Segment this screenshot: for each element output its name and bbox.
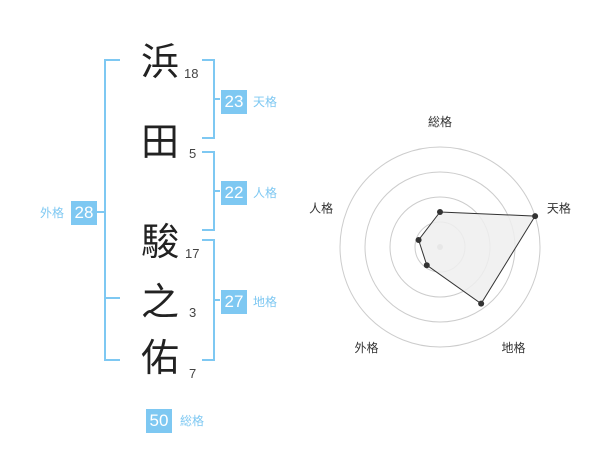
gaikaku-value-badge: 28 (71, 201, 97, 225)
radar-axis-label-1: 総格 (428, 114, 452, 129)
radar-axis-label-3: 地格 (501, 340, 525, 355)
gaikaku-label: 外格 (40, 206, 65, 220)
tenkaku-value-badge: 23 (221, 90, 247, 114)
name-char-5: 佑 (140, 336, 179, 380)
soukaku-value-badge: 50 (146, 409, 172, 433)
stroke-count-1: 18 (184, 66, 199, 81)
chikaku-label: 地格 (253, 295, 278, 309)
stroke-count-5: 7 (189, 366, 197, 381)
name-char-2: 田 (140, 120, 179, 164)
radar-ring-4 (339, 146, 541, 348)
chikaku-value-badge: 27 (221, 290, 247, 314)
radar-axis-label-5: 人格 (309, 200, 333, 215)
radar-point-5 (415, 237, 422, 244)
name-char-3: 駿 (140, 220, 179, 264)
radar-polygon (418, 211, 536, 305)
jinkaku-value-badge: 22 (221, 181, 247, 205)
jinkaku-label: 人格 (253, 186, 278, 200)
name-char-1: 浜 (140, 40, 179, 84)
radar-axis-label-4: 外格 (355, 340, 379, 355)
stroke-count-4: 3 (189, 305, 197, 320)
name-char-4: 之 (140, 280, 179, 324)
stroke-count-2: 5 (189, 146, 197, 161)
tenkaku-label: 天格 (253, 95, 278, 109)
gaikaku-bracket (104, 59, 120, 361)
soukaku-label: 総格 (180, 414, 205, 428)
radar-point-1 (437, 209, 443, 215)
radar-axis-label-2: 天格 (547, 200, 571, 215)
stroke-count-3: 17 (185, 246, 200, 261)
radar-point-4 (423, 262, 430, 269)
radar-point-2 (532, 213, 539, 220)
radar-point-3 (478, 300, 485, 307)
